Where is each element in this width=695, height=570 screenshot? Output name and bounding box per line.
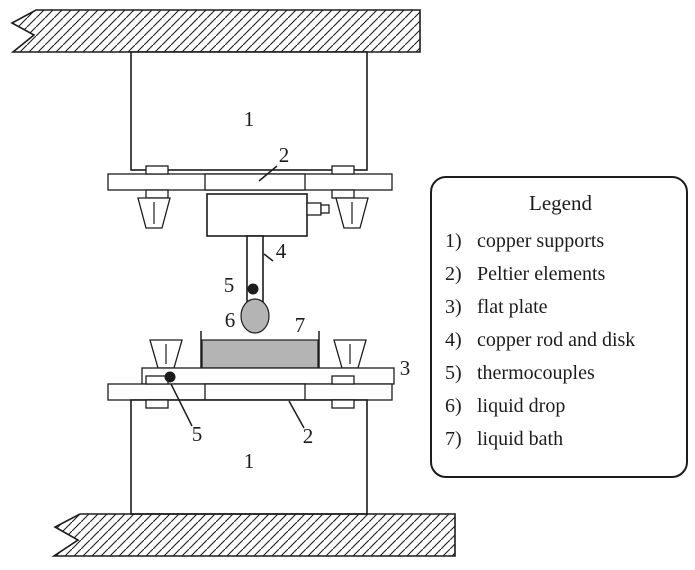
bath-liquid [201,339,319,369]
label-copper-rod: 4 [276,239,287,263]
legend-box: Legend 1) copper supports 2) Peltier ele… [430,176,688,478]
rod-holder-block [206,193,308,237]
bolt [331,189,355,199]
legend-item-number: 5) [445,362,462,384]
legend-item-number: 2) [445,263,462,285]
upper-copper-support [130,51,368,171]
leader-lower-thermocouple [170,383,193,427]
upper-peltier-element [204,173,306,191]
legend-item-label: flat plate [477,296,548,318]
bolt [331,375,355,385]
legend-item-label: copper rod and disk [477,329,636,351]
label-lower-peltier: 2 [303,424,314,448]
legend-item-label: Peltier elements [477,263,606,285]
label-upper-peltier: 2 [279,143,290,167]
label-liquid-bath: 7 [295,313,306,337]
bottom-mount-beam [51,513,456,557]
bolt [331,399,355,409]
legend-item: 6) liquid drop [445,390,676,423]
leader-copper-rod [263,253,274,262]
bolt [145,165,169,175]
label-upper-thermocouple: 5 [224,273,235,297]
lower-copper-support [130,399,368,515]
legend-item-label: copper supports [477,230,605,252]
label-lower-thermocouple: 5 [192,422,203,446]
legend-item-number: 1) [445,230,462,252]
legend-item-number: 3) [445,296,462,318]
side-fitting-tip [320,204,330,214]
legend-item: 3) flat plate [445,291,676,324]
legend-item-number: 7) [445,428,462,450]
lower-plate-bolts [145,375,355,409]
upper-adjustment-screws [137,197,369,229]
label-liquid-drop: 6 [225,308,236,332]
legend-item-number: 6) [445,395,462,417]
top-mount-beam [10,9,421,53]
bolt [145,189,169,199]
legend-item: 7) liquid bath [445,423,676,456]
legend-item-number: 4) [445,329,462,351]
legend-item: 2) Peltier elements [445,258,676,291]
legend-item-label: liquid drop [477,395,566,417]
thermocouple-dot-upper [247,283,259,295]
label-upper-support: 1 [244,107,255,131]
side-fitting [306,202,322,216]
legend-item: 5) thermocouples [445,357,676,390]
lower-adjustment-screws [149,339,367,369]
legend-item: 1) copper supports [445,225,676,258]
label-lower-support: 1 [244,449,255,473]
thermocouple-dot-lower [164,371,176,383]
label-flat-plate: 3 [400,356,411,380]
leader-upper-peltier [258,165,278,182]
bolt [331,165,355,175]
legend-item-label: liquid bath [477,428,564,450]
liquid-drop [240,298,270,334]
leader-lower-peltier [288,400,305,429]
legend-title: Legend [529,191,592,215]
legend-item-label: thermocouples [477,362,595,384]
bolt [145,399,169,409]
legend-item: 4) copper rod and disk [445,324,676,357]
flat-plate [141,367,395,385]
lower-peltier-element [204,383,306,401]
